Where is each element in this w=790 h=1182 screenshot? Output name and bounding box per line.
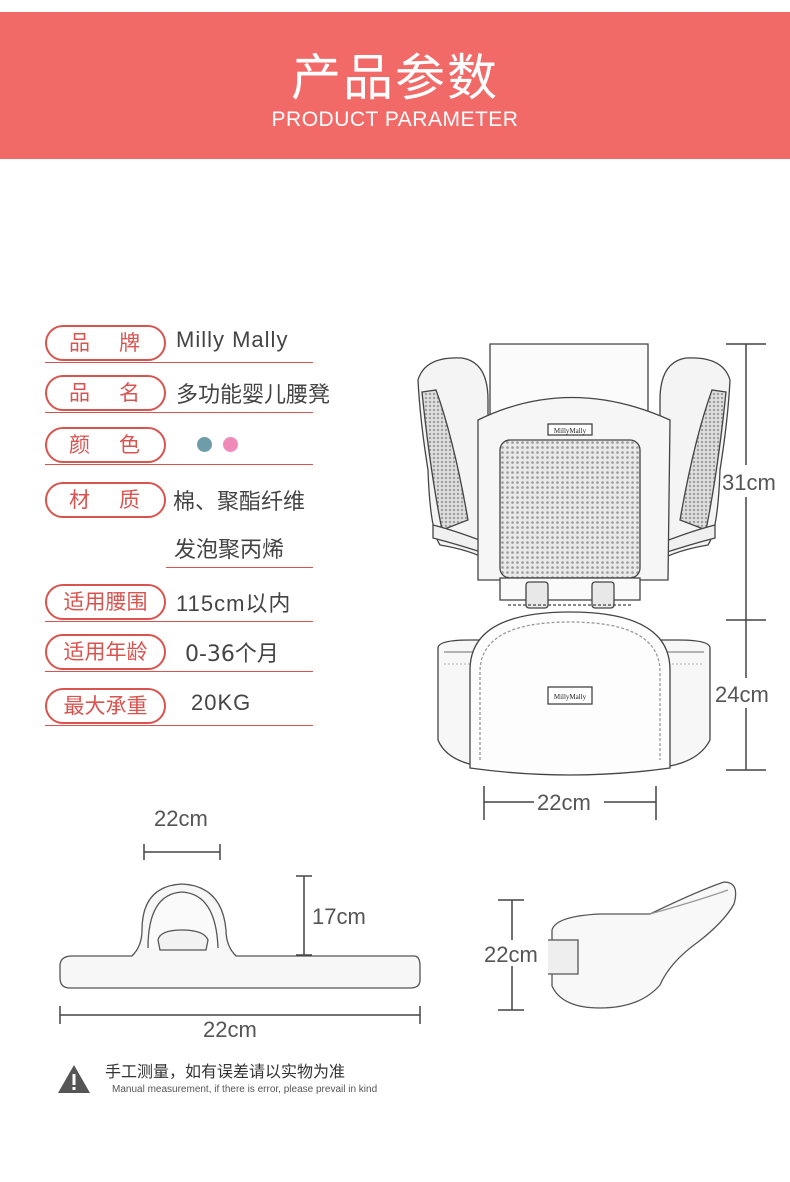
- spec-label-waist: 适用腰围: [45, 584, 166, 620]
- brand-tag-pocket: MillyMally: [554, 693, 587, 701]
- dim-seat-top-width: 22cm: [154, 806, 208, 831]
- spec-value-brand: Milly Mally: [176, 327, 289, 352]
- header-banner: 产品参数 PRODUCT PARAMETER: [0, 12, 790, 159]
- spec-row-material-2: 发泡聚丙烯: [166, 530, 313, 568]
- spec-row-age: 适用年龄 0-36个月: [45, 634, 313, 672]
- spec-label-name: 品 名: [45, 375, 166, 411]
- spec-row-color: 颜 色: [45, 427, 313, 465]
- spec-value-waist: 115cm以内: [176, 591, 292, 616]
- spec-label-material: 材 质: [45, 482, 166, 518]
- color-swatch-pink: [223, 437, 238, 452]
- divider: [166, 567, 313, 568]
- spec-label-brand: 品 牌: [45, 325, 166, 361]
- spec-value-load: 20KG: [191, 690, 252, 715]
- divider: [45, 671, 313, 672]
- warning-icon: [58, 1065, 90, 1093]
- divider: [45, 362, 313, 363]
- dim-seat-front-height: 17cm: [312, 904, 366, 929]
- page-title: 产品参数: [291, 49, 499, 107]
- dim-seat-bottom-width: 22cm: [203, 1017, 257, 1042]
- spec-value-name: 多功能婴儿腰凳: [176, 383, 331, 408]
- dim-seat-side-height: 22cm: [484, 942, 538, 967]
- spec-value-material-2: 发泡聚丙烯: [174, 538, 285, 563]
- spec-label-age: 适用年龄: [45, 634, 166, 670]
- dim-lower-height: 24cm: [715, 682, 769, 707]
- spec-row-name: 品 名 多功能婴儿腰凳: [45, 375, 330, 413]
- spec-row-waist: 适用腰围 115cm以内: [45, 584, 313, 622]
- divider: [45, 464, 313, 465]
- note-text-en: Manual measurement, if there is error, p…: [112, 1084, 378, 1095]
- divider: [45, 725, 313, 726]
- dim-bottom-width: 22cm: [537, 790, 591, 815]
- page-subtitle: PRODUCT PARAMETER: [271, 108, 519, 131]
- divider: [45, 412, 313, 413]
- dim-upper-height: 31cm: [722, 470, 776, 495]
- spec-label-color: 颜 色: [45, 427, 166, 463]
- color-swatch-blue: [197, 437, 212, 452]
- brand-tag-top: MillyMally: [554, 427, 587, 435]
- note-text-cn: 手工测量，如有误差请以实物为准: [105, 1062, 346, 1081]
- spec-row-brand: 品 牌 Milly Mally: [45, 325, 313, 363]
- spec-row-load: 最大承重 20KG: [45, 688, 313, 726]
- divider: [45, 621, 313, 622]
- spec-value-age: 0-36个月: [185, 642, 279, 667]
- spec-row-material: 材 质 棉、聚酯纤维: [45, 482, 313, 520]
- spec-label-load: 最大承重: [45, 688, 166, 724]
- spec-value-material-1: 棉、聚酯纤维: [173, 490, 306, 515]
